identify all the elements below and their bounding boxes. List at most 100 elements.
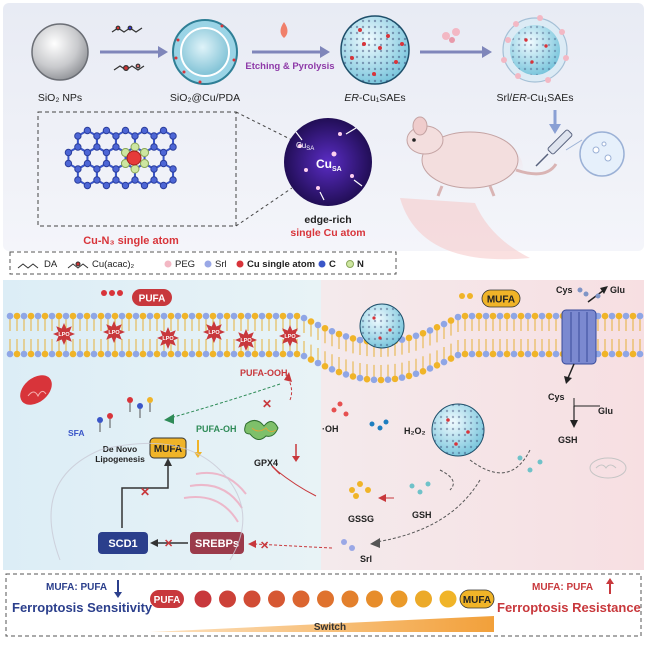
mufa-pufa-right-label: MUFA: PUFA — [532, 582, 593, 593]
switch-label: Switch — [314, 622, 346, 633]
svg-text:MUFA: MUFA — [463, 595, 491, 606]
svg-text:SREBPs: SREBPs — [195, 538, 239, 550]
carbon-atom — [83, 148, 92, 157]
cu-n3-structure-box — [37, 111, 237, 227]
cu-sa-large-label: CuSA — [316, 157, 342, 173]
legend-srl-icon — [204, 260, 212, 268]
legend-c-icon — [318, 260, 326, 268]
carbon-atom — [74, 176, 82, 184]
carbon-atom — [83, 159, 92, 168]
pufa-lipids-icon — [101, 290, 123, 296]
legend-cu-single-atom: Cu single atom — [247, 259, 315, 270]
carbon-atom — [169, 132, 177, 140]
switch-dot — [415, 590, 432, 608]
sae-cu-dots — [350, 28, 404, 76]
fatty-acids-icon — [97, 397, 153, 432]
glu-top-label: Glu — [610, 285, 625, 295]
arrow-up-icon — [284, 372, 292, 382]
carbon-atom — [102, 148, 111, 157]
de-novo-line2: Lipogenesis — [95, 454, 145, 464]
arrow-left-icon — [378, 494, 386, 502]
gpx4-label: GPX4 — [254, 458, 278, 468]
carbon-atom — [112, 176, 120, 184]
nitrogen-atom — [139, 159, 149, 168]
oh-radical-label: ·OH — [322, 424, 339, 434]
legend-da: DA — [44, 259, 58, 270]
haadf-stem-image — [284, 118, 372, 206]
switch-wedge — [150, 616, 494, 632]
sio2-label: SiO₂ NPs — [38, 92, 82, 104]
carbon-atom — [121, 181, 130, 190]
cell-nucleus-outline — [50, 442, 244, 561]
srl-bottom-label: Srl — [360, 554, 372, 564]
mitochondria-icon — [20, 375, 52, 405]
shell-cu-dots — [174, 24, 236, 84]
lpo-star-icon — [157, 327, 179, 349]
nitrogen-atom — [130, 142, 140, 152]
legend-srl: Srl — [215, 259, 227, 270]
carbon-atom — [74, 165, 82, 173]
lpo-label: LPO — [58, 332, 70, 338]
cu-acac-molecule-icon — [113, 63, 145, 71]
gssg-label: GSSG — [348, 514, 374, 524]
lpo-star-icon — [203, 321, 225, 343]
pufa-pill: PUFA — [150, 590, 184, 608]
carbon-atom — [93, 176, 101, 184]
gpx4-protein-icon — [244, 420, 279, 440]
ratio-down-arrow-icon — [114, 592, 122, 598]
carbon-atom — [159, 159, 168, 168]
carbon-atom — [64, 148, 73, 157]
mufa-badge-top: MUFA — [481, 289, 521, 308]
carbon-atom — [159, 126, 168, 135]
carbon-atom — [169, 143, 177, 151]
arrow-left-icon — [150, 539, 158, 547]
carbon-atom — [83, 181, 92, 190]
mitochondria-right-icon — [589, 457, 627, 479]
switch-dot — [243, 590, 261, 608]
carbon-atom — [121, 126, 130, 135]
peg-srl-cluster-icon — [442, 28, 460, 43]
carbon-atom — [83, 126, 92, 135]
carbon-atom — [169, 165, 177, 173]
lpo-star-icon — [103, 321, 125, 343]
carbon-atom — [140, 181, 149, 190]
legend-cu-icon — [236, 260, 244, 268]
arrow-head-icon — [158, 46, 168, 58]
block-mark-icon: ✕ — [140, 485, 150, 499]
mufa-box: MUFA — [149, 437, 187, 459]
carbon-atom — [93, 165, 101, 173]
lpo-label: LPO — [284, 334, 296, 340]
ferroptosis-resistance-label: Ferroptosis Resistance — [497, 600, 641, 615]
arrow-down-icon — [570, 420, 578, 428]
arrow-left-icon — [248, 540, 256, 548]
block-mark-icon: ✕ — [260, 540, 269, 552]
switch-dot — [194, 590, 212, 608]
carbon-atom — [93, 143, 101, 151]
legend-c: C — [329, 259, 336, 270]
svg-text:PUFA: PUFA — [139, 294, 166, 305]
xct-transporter — [561, 309, 597, 365]
svg-text:MUFA: MUFA — [487, 295, 515, 306]
single-cu-atom-label: single Cu atom — [290, 227, 365, 239]
arrow-up-icon — [164, 458, 172, 466]
nitrogen-atom — [130, 164, 140, 174]
arrow-left-icon — [164, 414, 174, 424]
scd1-box: SCD1 — [98, 532, 148, 554]
arrow-left-icon — [370, 538, 380, 548]
carbon-atom — [112, 132, 120, 140]
gsh-right-label: GSH — [558, 435, 578, 445]
nitrogen-atom — [140, 148, 150, 157]
decrease-arrow-icon — [292, 456, 300, 462]
legend-peg: PEG — [175, 259, 195, 270]
carbon-atom — [150, 132, 158, 140]
carbon-atom — [159, 181, 168, 190]
carbon-atom — [150, 165, 158, 173]
legend-cu-acac: Cu(acac)₂ — [92, 259, 135, 270]
switch-dot — [292, 590, 310, 608]
svg-text:PUFA: PUFA — [154, 595, 181, 606]
lpo-star-icon — [235, 329, 257, 351]
carbon-atom — [74, 132, 82, 140]
switch-dot — [341, 590, 359, 608]
srebps-box: SREBPs — [190, 532, 244, 554]
